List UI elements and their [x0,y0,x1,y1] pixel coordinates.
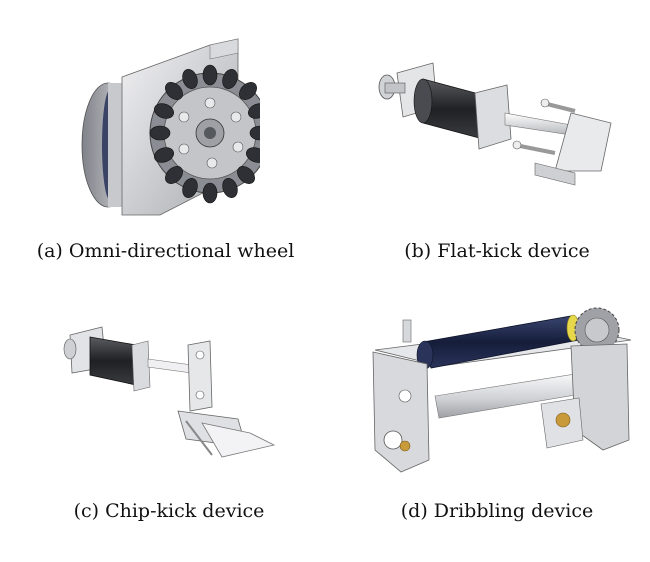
dribbling-device-icon [372,307,632,473]
chip-kick-device-icon [63,326,276,458]
caption-chip-kick: (c) Chip-kick device [73,500,265,522]
flat-kick-device-icon [378,62,612,186]
caption-flat-kick: (b) Flat-kick device [404,240,590,262]
caption-omni-wheel: (a) Omni-directional wheel [36,240,295,262]
omni-wheel-icon [81,38,260,216]
caption-dribbling: (d) Dribbling device [400,500,594,522]
